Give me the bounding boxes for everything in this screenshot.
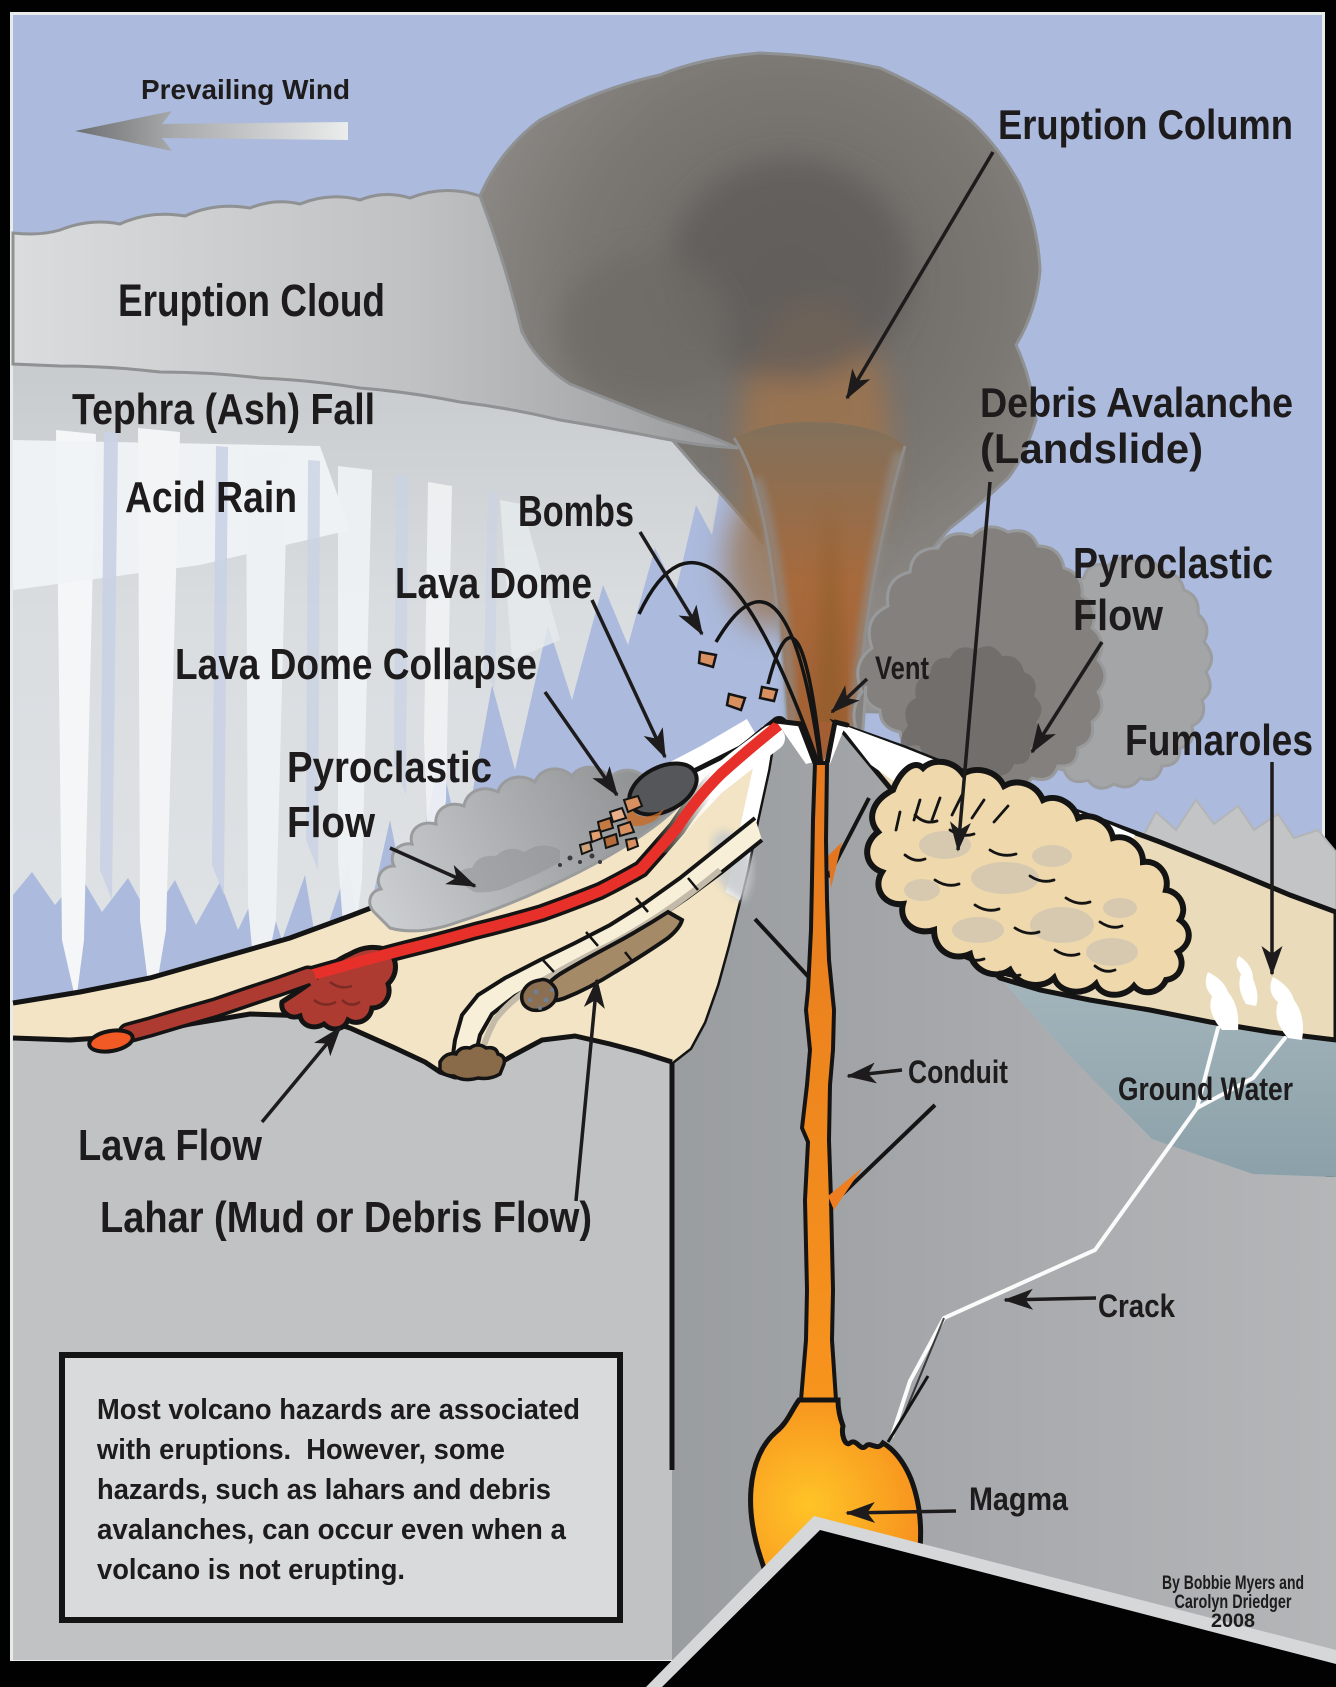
svg-text:Eruption Column: Eruption Column	[998, 101, 1293, 148]
svg-text:Conduit: Conduit	[908, 1054, 1008, 1090]
svg-text:Prevailing Wind: Prevailing Wind	[141, 74, 350, 105]
svg-text:Crack: Crack	[1098, 1288, 1175, 1324]
svg-text:Most volcano hazards are assoc: Most volcano hazards are associated	[97, 1394, 580, 1426]
svg-text:Pyroclastic: Pyroclastic	[1073, 539, 1273, 588]
svg-text:Lava Dome Collapse: Lava Dome Collapse	[175, 640, 537, 689]
svg-text:Flow: Flow	[287, 798, 376, 847]
svg-text:Vent: Vent	[875, 650, 929, 686]
svg-text:avalanches, can occur even whe: avalanches, can occur even when a	[97, 1514, 567, 1546]
svg-text:Lava Flow: Lava Flow	[78, 1121, 263, 1170]
svg-text:Magma: Magma	[969, 1481, 1068, 1517]
svg-text:Bombs: Bombs	[518, 487, 634, 536]
svg-text:(Landslide): (Landslide)	[980, 425, 1203, 472]
svg-text:By Bobbie Myers and: By Bobbie Myers and	[1162, 1572, 1304, 1594]
svg-text:Carolyn Driedger: Carolyn Driedger	[1175, 1591, 1292, 1613]
svg-text:Debris Avalanche: Debris Avalanche	[980, 379, 1293, 426]
svg-text:2008: 2008	[1211, 1610, 1255, 1632]
svg-text:with eruptions. However, some: with eruptions. However, some	[96, 1434, 505, 1466]
svg-text:Eruption Cloud: Eruption Cloud	[118, 275, 385, 326]
svg-text:Lava Dome: Lava Dome	[395, 559, 592, 608]
svg-text:Lahar (Mud or Debris Flow): Lahar (Mud or Debris Flow)	[100, 1193, 592, 1242]
svg-text:volcano is not erupting.: volcano is not erupting.	[97, 1554, 405, 1586]
svg-text:Ground Water: Ground Water	[1118, 1071, 1293, 1107]
svg-text:Tephra (Ash) Fall: Tephra (Ash) Fall	[72, 385, 375, 434]
svg-text:Flow: Flow	[1073, 591, 1164, 640]
svg-text:Pyroclastic: Pyroclastic	[287, 743, 492, 792]
svg-text:Acid Rain: Acid Rain	[125, 473, 297, 522]
svg-text:hazards, such as lahars and de: hazards, such as lahars and debris	[97, 1474, 551, 1506]
svg-text:Fumaroles: Fumaroles	[1125, 716, 1313, 765]
